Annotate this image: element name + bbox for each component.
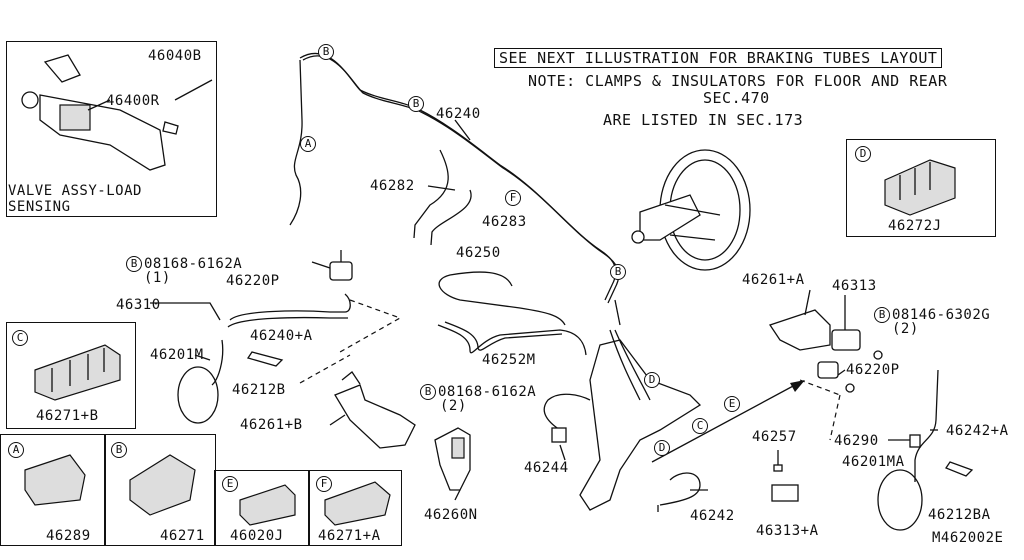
inset-a-box [0, 434, 106, 546]
label-46282: 46282 [370, 178, 415, 194]
pipe-assembly-center [579, 339, 702, 511]
label-46290: 46290 [834, 433, 879, 449]
hose-46201m [177, 366, 219, 424]
label-46220p-right: 46220P [846, 362, 900, 378]
label-bolt-08168-6162a-2: 08168-6162A [438, 384, 537, 400]
label-46201m: 46201M [150, 347, 204, 363]
label-46272j: 46272J [888, 218, 942, 234]
diagram-id: M462002E [932, 530, 1004, 546]
marker-e-inset: E [222, 476, 238, 492]
label-46020j: 46020J [230, 528, 284, 544]
header-note-line2: SEC.470 [703, 89, 770, 107]
label-46040b: 46040B [148, 48, 202, 64]
label-46242: 46242 [690, 508, 735, 524]
label-46252m: 46252M [482, 352, 536, 368]
marker-e-bracket: E [724, 396, 740, 412]
direction-arrow [651, 384, 796, 463]
label-46313a: 46313+A [756, 523, 819, 539]
label-46313: 46313 [832, 278, 877, 294]
marker-b-tube-2: B [408, 96, 424, 112]
marker-d-bracket-1: D [644, 372, 660, 388]
marker-a-inset: A [8, 442, 24, 458]
marker-c-bracket: C [692, 418, 708, 434]
label-46289: 46289 [46, 528, 91, 544]
block-46313a [771, 484, 799, 502]
label-46260n: 46260N [424, 507, 478, 523]
inset-valve-caption-1: VALVE ASSY-LOAD [8, 183, 142, 199]
fitting-46220p-right [817, 361, 839, 379]
fitting-46220p-left [329, 261, 353, 281]
header-boxed-note: SEE NEXT ILLUSTRATION FOR BRAKING TUBES … [494, 48, 943, 68]
label-46240a: 46240+A [250, 328, 313, 344]
marker-a-tube: A [300, 136, 316, 152]
label-46310: 46310 [116, 297, 161, 313]
marker-c-inset: C [12, 330, 28, 346]
label-46240: 46240 [436, 106, 481, 122]
marker-f-inset: F [316, 476, 332, 492]
clamp-46272j [884, 159, 956, 216]
label-bolt-qty-2: (2) [440, 398, 467, 414]
inset-valve-caption-2: SENSING [8, 199, 71, 215]
label-46244: 46244 [524, 460, 569, 476]
marker-d-bracket-2: D [654, 440, 670, 456]
inset-d-box [846, 139, 996, 237]
clamp-46271b [34, 344, 121, 401]
marker-b-tube-3: B [610, 264, 626, 280]
label-46271b: 46271+B [36, 408, 99, 424]
inset-b-box [104, 434, 216, 546]
label-46201ma: 46201MA [842, 454, 905, 470]
marker-b-inset: B [111, 442, 127, 458]
label-46400r: 46400R [106, 93, 160, 109]
label-46257: 46257 [752, 429, 797, 445]
label-46271a: 46271+A [318, 528, 381, 544]
clamp-46020j [239, 484, 296, 526]
clamp-46271a [324, 481, 391, 526]
label-46212b: 46212B [232, 382, 286, 398]
tube-46250 [438, 271, 566, 326]
bracket-46260n [434, 427, 471, 491]
inset-f-box [308, 470, 402, 546]
bolt-marker-1: B [126, 256, 142, 272]
label-bolt-08146-6302g: 08146-6302G [892, 307, 991, 323]
inset-c-box [6, 322, 136, 429]
label-46220p-left: 46220P [226, 273, 280, 289]
marker-d-inset: D [855, 146, 871, 162]
label-46212ba: 46212BA [928, 507, 991, 523]
inset-e-box [214, 470, 310, 546]
hose-46201ma [877, 469, 923, 531]
inset-valve-box [6, 41, 217, 217]
label-46242a: 46242+A [946, 423, 1009, 439]
marker-f-tube: F [505, 190, 521, 206]
label-bolt-qty-1: (1) [144, 270, 171, 286]
clamp-46289 [24, 454, 86, 506]
tube-46240a [229, 293, 351, 321]
bracket-46261b [334, 384, 416, 449]
valve-46313 [831, 329, 861, 351]
label-46261a: 46261+A [742, 272, 805, 288]
tube-branch-a [289, 59, 303, 226]
label-46261b: 46261+B [240, 417, 303, 433]
label-46250: 46250 [456, 245, 501, 261]
tube-46282 [413, 149, 449, 239]
bolt-marker-3: B [874, 307, 890, 323]
marker-b-tube-1: B [318, 44, 334, 60]
bolt-marker-2: B [420, 384, 436, 400]
bracket-46261a [768, 309, 831, 351]
header-note-line3: ARE LISTED IN SEC.173 [603, 111, 804, 129]
label-46283: 46283 [482, 214, 527, 230]
header-note-line1: NOTE: CLAMPS & INSULATORS FOR FLOOR AND … [528, 72, 948, 90]
label-46271: 46271 [160, 528, 205, 544]
label-bolt-08168-6162a-1: 08168-6162A [144, 256, 243, 272]
clamp-46271 [129, 454, 196, 516]
label-bolt-qty-3: (2) [892, 321, 919, 337]
